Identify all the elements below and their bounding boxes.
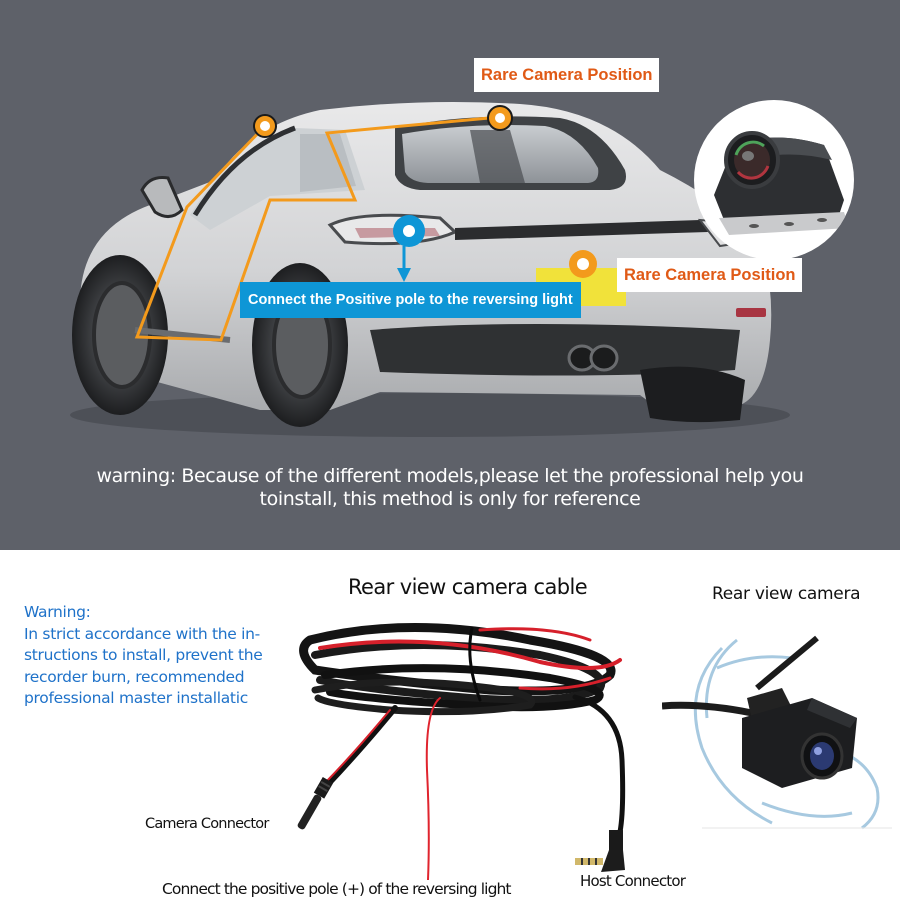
host-connector-plug (575, 830, 625, 872)
top-warning-line-1: warning: Because of the different models… (96, 465, 804, 487)
rare-camera-position-callout-plate: Rare Camera Position (617, 258, 803, 292)
top-warning-text: warning: Because of the different models… (40, 465, 860, 511)
rear-view-camera-image (662, 635, 892, 830)
bottom-warning-line-1: In strict accordance with the in- (24, 624, 260, 643)
cable-title: Rear view camera cable (348, 575, 588, 599)
top-warning-line-2: toinstall, this method is only for refer… (259, 488, 641, 510)
camera-title: Rear view camera (712, 584, 861, 604)
reversing-light-pin (393, 215, 425, 247)
rare-camera-position-callout-top: Rare Camera Position (474, 58, 660, 92)
camera-inset-image (694, 100, 854, 260)
wiring-route-line (134, 115, 501, 342)
bottom-warning-title: Warning: (24, 603, 91, 621)
camera-position-pin-windshield (253, 114, 277, 138)
camera-connector-plug (297, 777, 334, 830)
camera-connector-label: Camera Connector (145, 816, 269, 832)
bottom-warning-line-2: structions to install, prevent the (24, 646, 263, 664)
positive-pole-label: Connect the positive pole (+) of the rev… (162, 880, 512, 898)
host-connector-label: Host Connector (580, 872, 686, 890)
bottom-warning-text: Warning: In strict accordance with the i… (24, 602, 286, 710)
camera-position-pin-roof (487, 105, 513, 131)
arrow-down-icon (397, 246, 411, 282)
installation-diagram-panel: Rare Camera Position Rare Camera Positio… (0, 0, 900, 550)
camera-cable-image (297, 623, 626, 880)
connect-positive-callout: Connect the Positive pole to the reversi… (240, 282, 581, 318)
bottom-warning-line-4: professional master installatic (24, 689, 248, 707)
dome-camera-icon (714, 131, 849, 235)
bottom-warning-line-3: recorder burn, recommended (24, 667, 245, 686)
camera-position-pin-plate (569, 250, 597, 278)
